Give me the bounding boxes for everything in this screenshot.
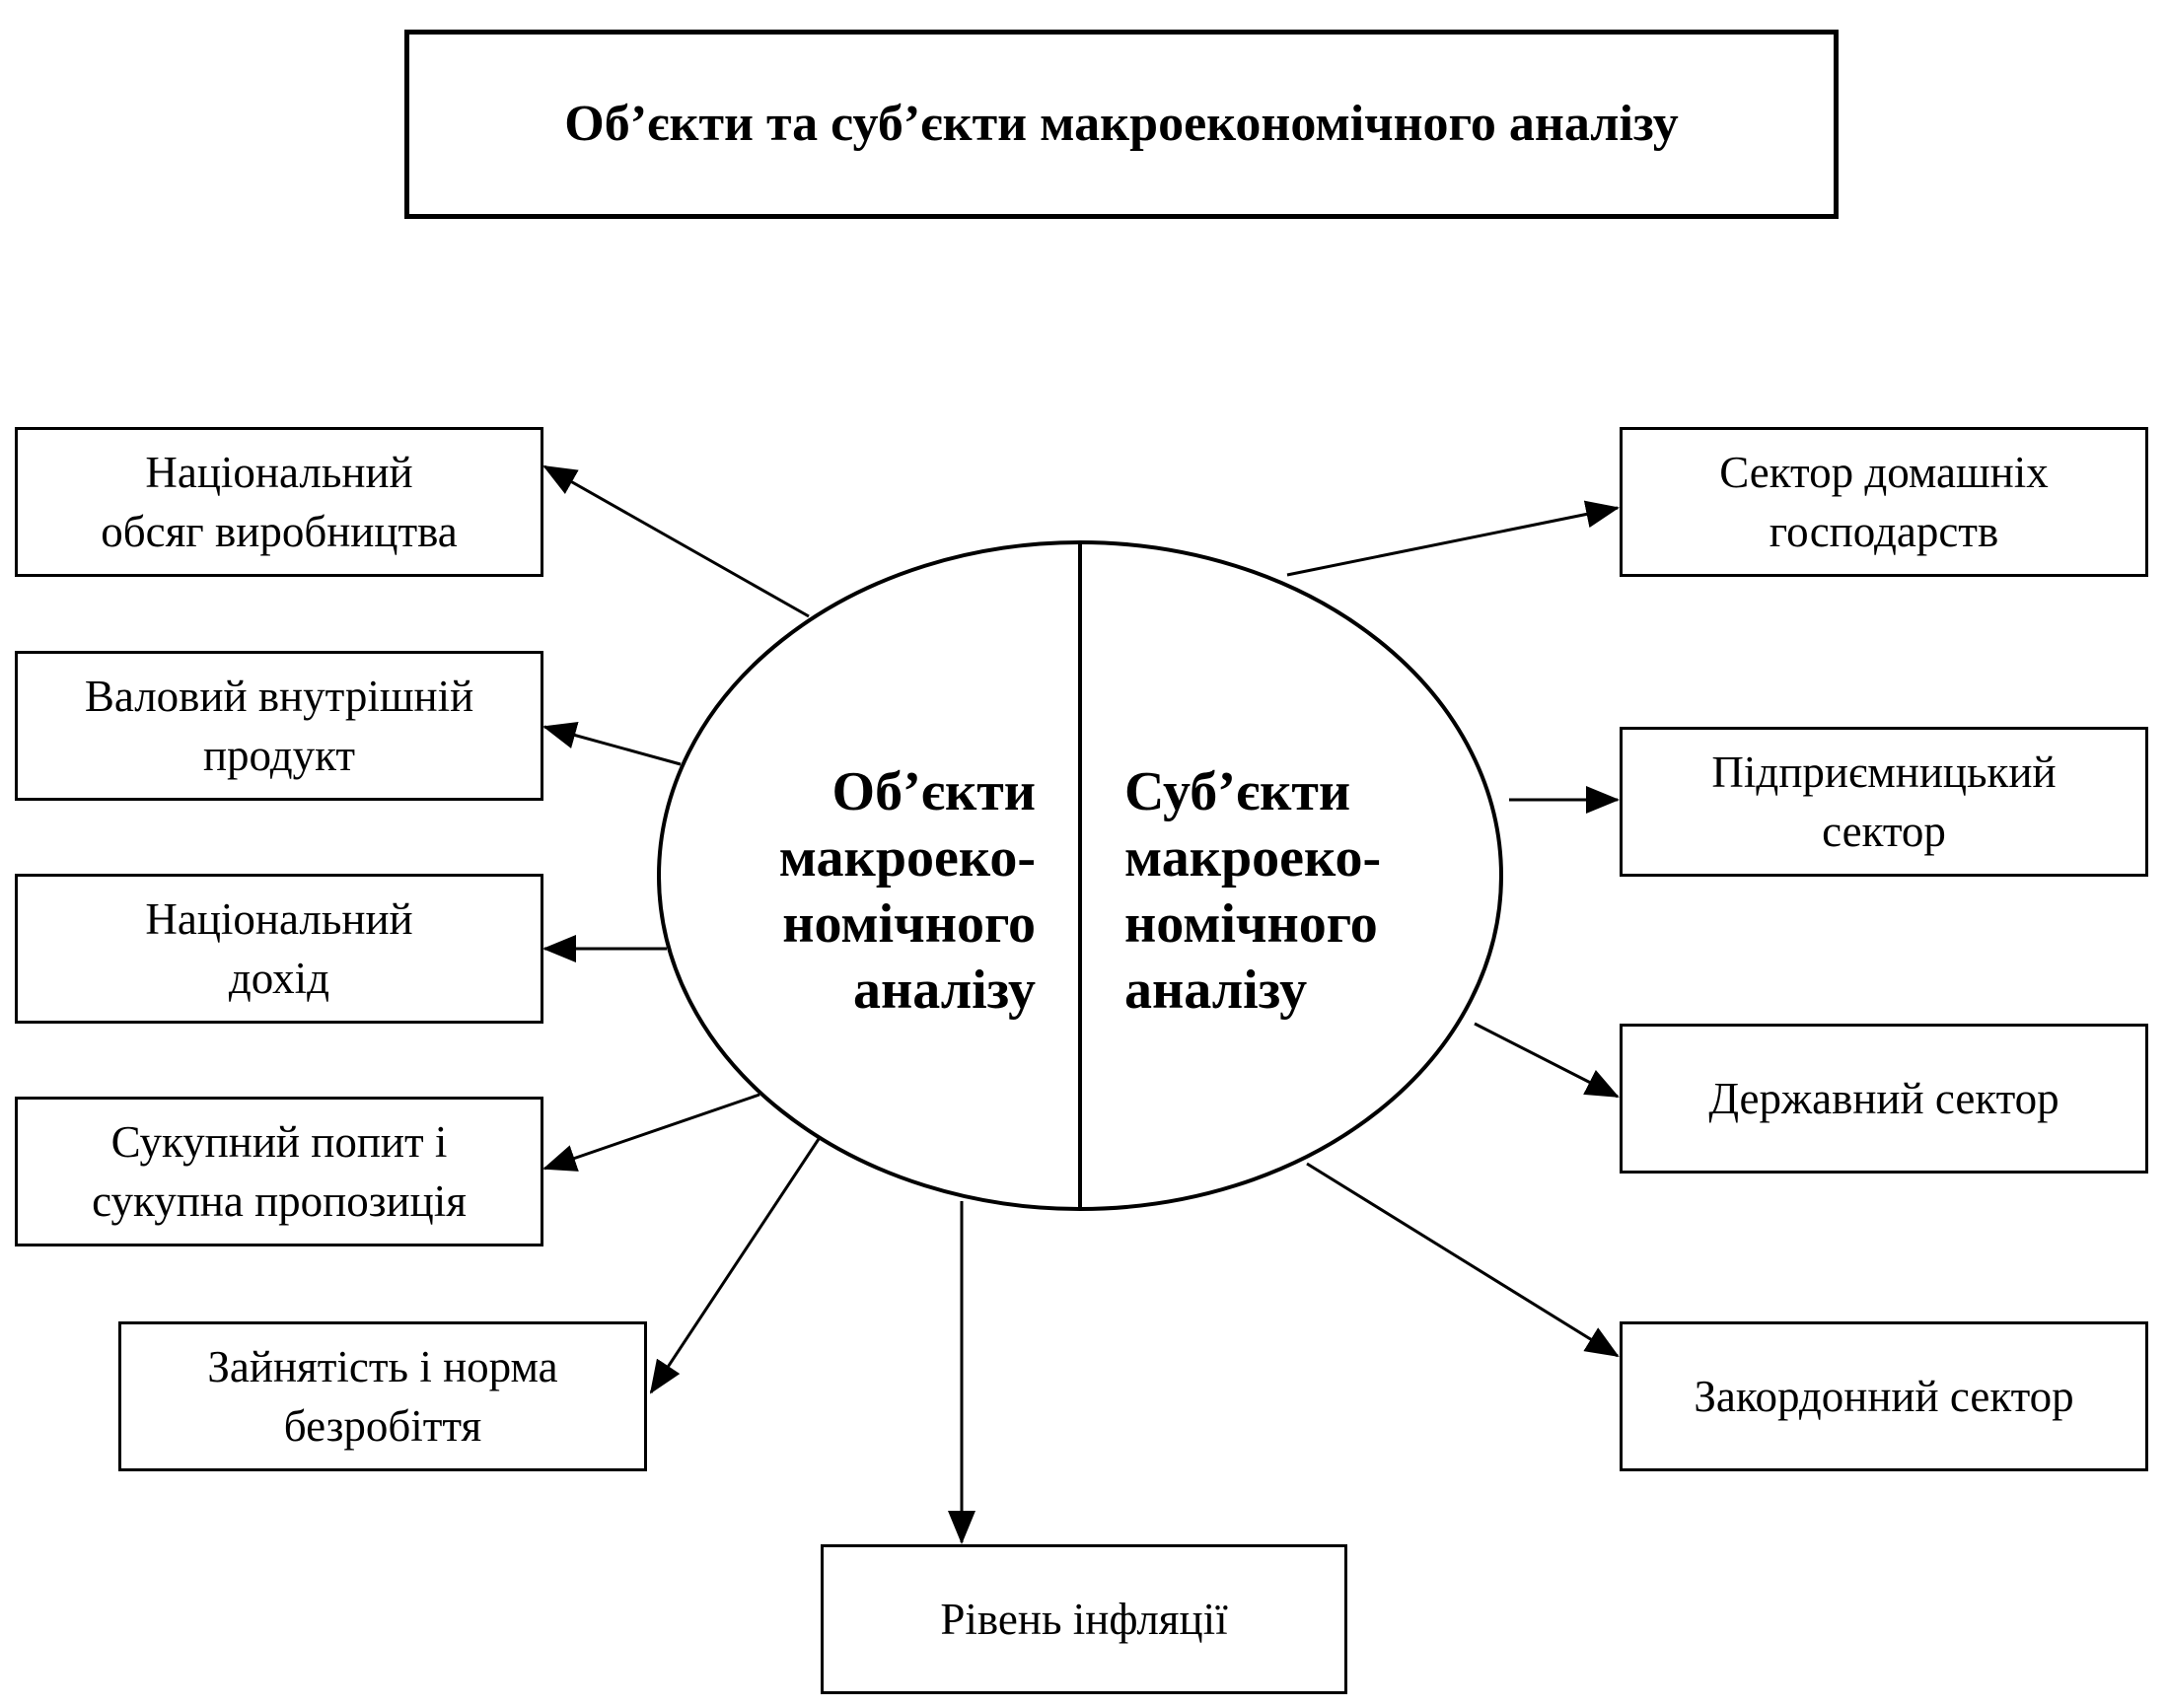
arrow-employment <box>649 1138 821 1394</box>
object-box-employment: Зайнятість і норма безробіття <box>118 1321 647 1471</box>
subjects-center-label: Суб’єкти макроеко- номічного аналізу <box>1124 761 1382 1021</box>
object-box-national-income: Національний дохід <box>15 874 543 1024</box>
arrow-gdp <box>542 721 682 766</box>
arrow-foreign <box>1306 1162 1620 1358</box>
object-box-gdp: Валовий внутрішній продукт <box>15 651 543 801</box>
arrow-national-output <box>542 464 810 618</box>
arrow-government <box>1474 1022 1620 1099</box>
arrow-households <box>1286 500 1620 577</box>
object-box-national-output: Національний обсяг виробництва <box>15 427 543 577</box>
subject-box-government: Державний сектор <box>1620 1024 2148 1174</box>
object-box-inflation: Рівень інфляції <box>821 1544 1347 1694</box>
subject-box-business: Підприємницький сектор <box>1620 727 2148 877</box>
objects-center-label: Об’єкти макроеко- номічного аналізу <box>778 761 1036 1021</box>
arrow-aggregate-demand <box>542 1093 760 1172</box>
title-box: Об’єкти та суб’єкти макроекономічного ан… <box>404 30 1839 219</box>
object-box-aggregate-demand: Сукупний попит і сукупна пропозиція <box>15 1097 543 1246</box>
subject-box-households: Сектор домашніх господарств <box>1620 427 2148 577</box>
subject-box-foreign: Закордонний сектор <box>1620 1321 2148 1471</box>
